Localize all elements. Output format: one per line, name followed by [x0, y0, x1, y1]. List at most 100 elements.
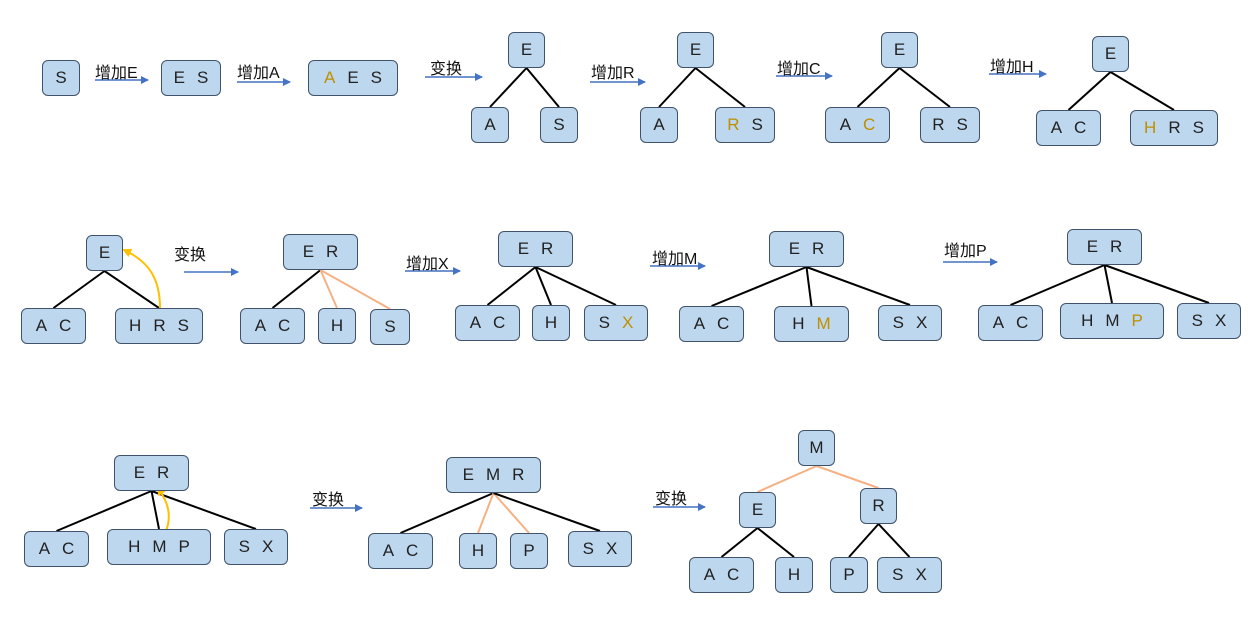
node-key: E [1104, 44, 1117, 63]
node-key: E [751, 500, 764, 519]
node-key: R [812, 239, 825, 258]
node-key: A [653, 115, 665, 134]
step-label: 变换 [312, 492, 345, 509]
node-key: R [727, 115, 740, 134]
node-key: S [956, 115, 968, 134]
node-key: S [751, 115, 763, 134]
tree-edge-new [477, 492, 495, 534]
node-key: H [1081, 311, 1094, 330]
node-key: E [302, 242, 315, 261]
node-key: C [62, 539, 75, 558]
node-key: A [35, 316, 48, 335]
node-key: E [462, 465, 474, 484]
tree-edge [756, 527, 795, 558]
node-key: M [809, 438, 824, 457]
tree-edge [271, 269, 322, 309]
tree-edge [806, 266, 911, 306]
tree-node: E [86, 235, 123, 271]
node-key: R [157, 463, 170, 482]
node-key: A [484, 115, 496, 134]
tree-edge [658, 67, 697, 108]
node-key: E [133, 463, 146, 482]
node-key: A [323, 68, 336, 87]
tree-edge-new [816, 465, 879, 489]
node-key: A [38, 539, 51, 558]
node-key: C [278, 316, 291, 335]
node-key: S [384, 317, 396, 336]
node-key: E [98, 243, 111, 262]
tree-edge [151, 490, 257, 530]
tree-edge-new [492, 492, 530, 534]
node-key: C [1074, 118, 1087, 137]
tree-edge [856, 67, 901, 108]
node-key: S [1191, 311, 1203, 330]
tree-node: S [370, 309, 410, 345]
node-key: R [872, 496, 885, 515]
node-key: M [152, 537, 167, 556]
tree-edge [694, 67, 746, 108]
step-label: 增加M [652, 251, 698, 268]
tree-edge [400, 492, 494, 534]
node-key: A [992, 313, 1005, 332]
node-key: R [932, 115, 945, 134]
node-key: S [370, 68, 383, 87]
node-key: E [173, 68, 185, 87]
tree-node: M [798, 430, 835, 466]
tree-edge [805, 266, 813, 307]
node-key: R [1110, 237, 1123, 256]
node-key: H [544, 313, 558, 332]
node-key: E [517, 239, 530, 258]
node-key: R [512, 465, 525, 484]
tree-node: P [510, 533, 548, 569]
node-key: R [326, 242, 339, 261]
node-key: X [915, 565, 927, 584]
node-key: E [788, 239, 801, 258]
node-key: C [863, 115, 876, 134]
tree-node: H [318, 308, 356, 344]
tree-node: H [775, 557, 813, 593]
step-label: 增加X [406, 256, 449, 273]
tree-edge [486, 266, 537, 306]
tree-edge [525, 67, 560, 108]
tree-edge [877, 523, 911, 558]
node-key: P [843, 565, 855, 584]
node-key: C [727, 565, 740, 584]
tree-edge [848, 523, 880, 558]
step-label: 增加H [990, 59, 1034, 76]
tree-node: E [1092, 36, 1129, 72]
node-key: C [493, 313, 506, 332]
node-key: E [520, 40, 533, 59]
node-key: H [471, 541, 485, 560]
tree-node: H [459, 533, 497, 569]
node-key: C [1016, 313, 1029, 332]
node-key: R [541, 239, 554, 258]
node-key: X [622, 313, 634, 332]
tree-edge [1010, 264, 1105, 306]
tree-edge [1109, 71, 1175, 111]
step-label: 变换 [430, 61, 463, 78]
node-key: S [598, 313, 610, 332]
node-key: S [582, 539, 594, 558]
step-label: 增加E [95, 65, 138, 82]
node-key: S [1192, 118, 1204, 137]
node-key: S [197, 68, 209, 87]
node-key: H [128, 537, 141, 556]
tree-edge [720, 527, 759, 558]
promote-arrow [156, 486, 170, 532]
step-label: 变换 [655, 491, 688, 508]
node-key: H [330, 316, 344, 335]
